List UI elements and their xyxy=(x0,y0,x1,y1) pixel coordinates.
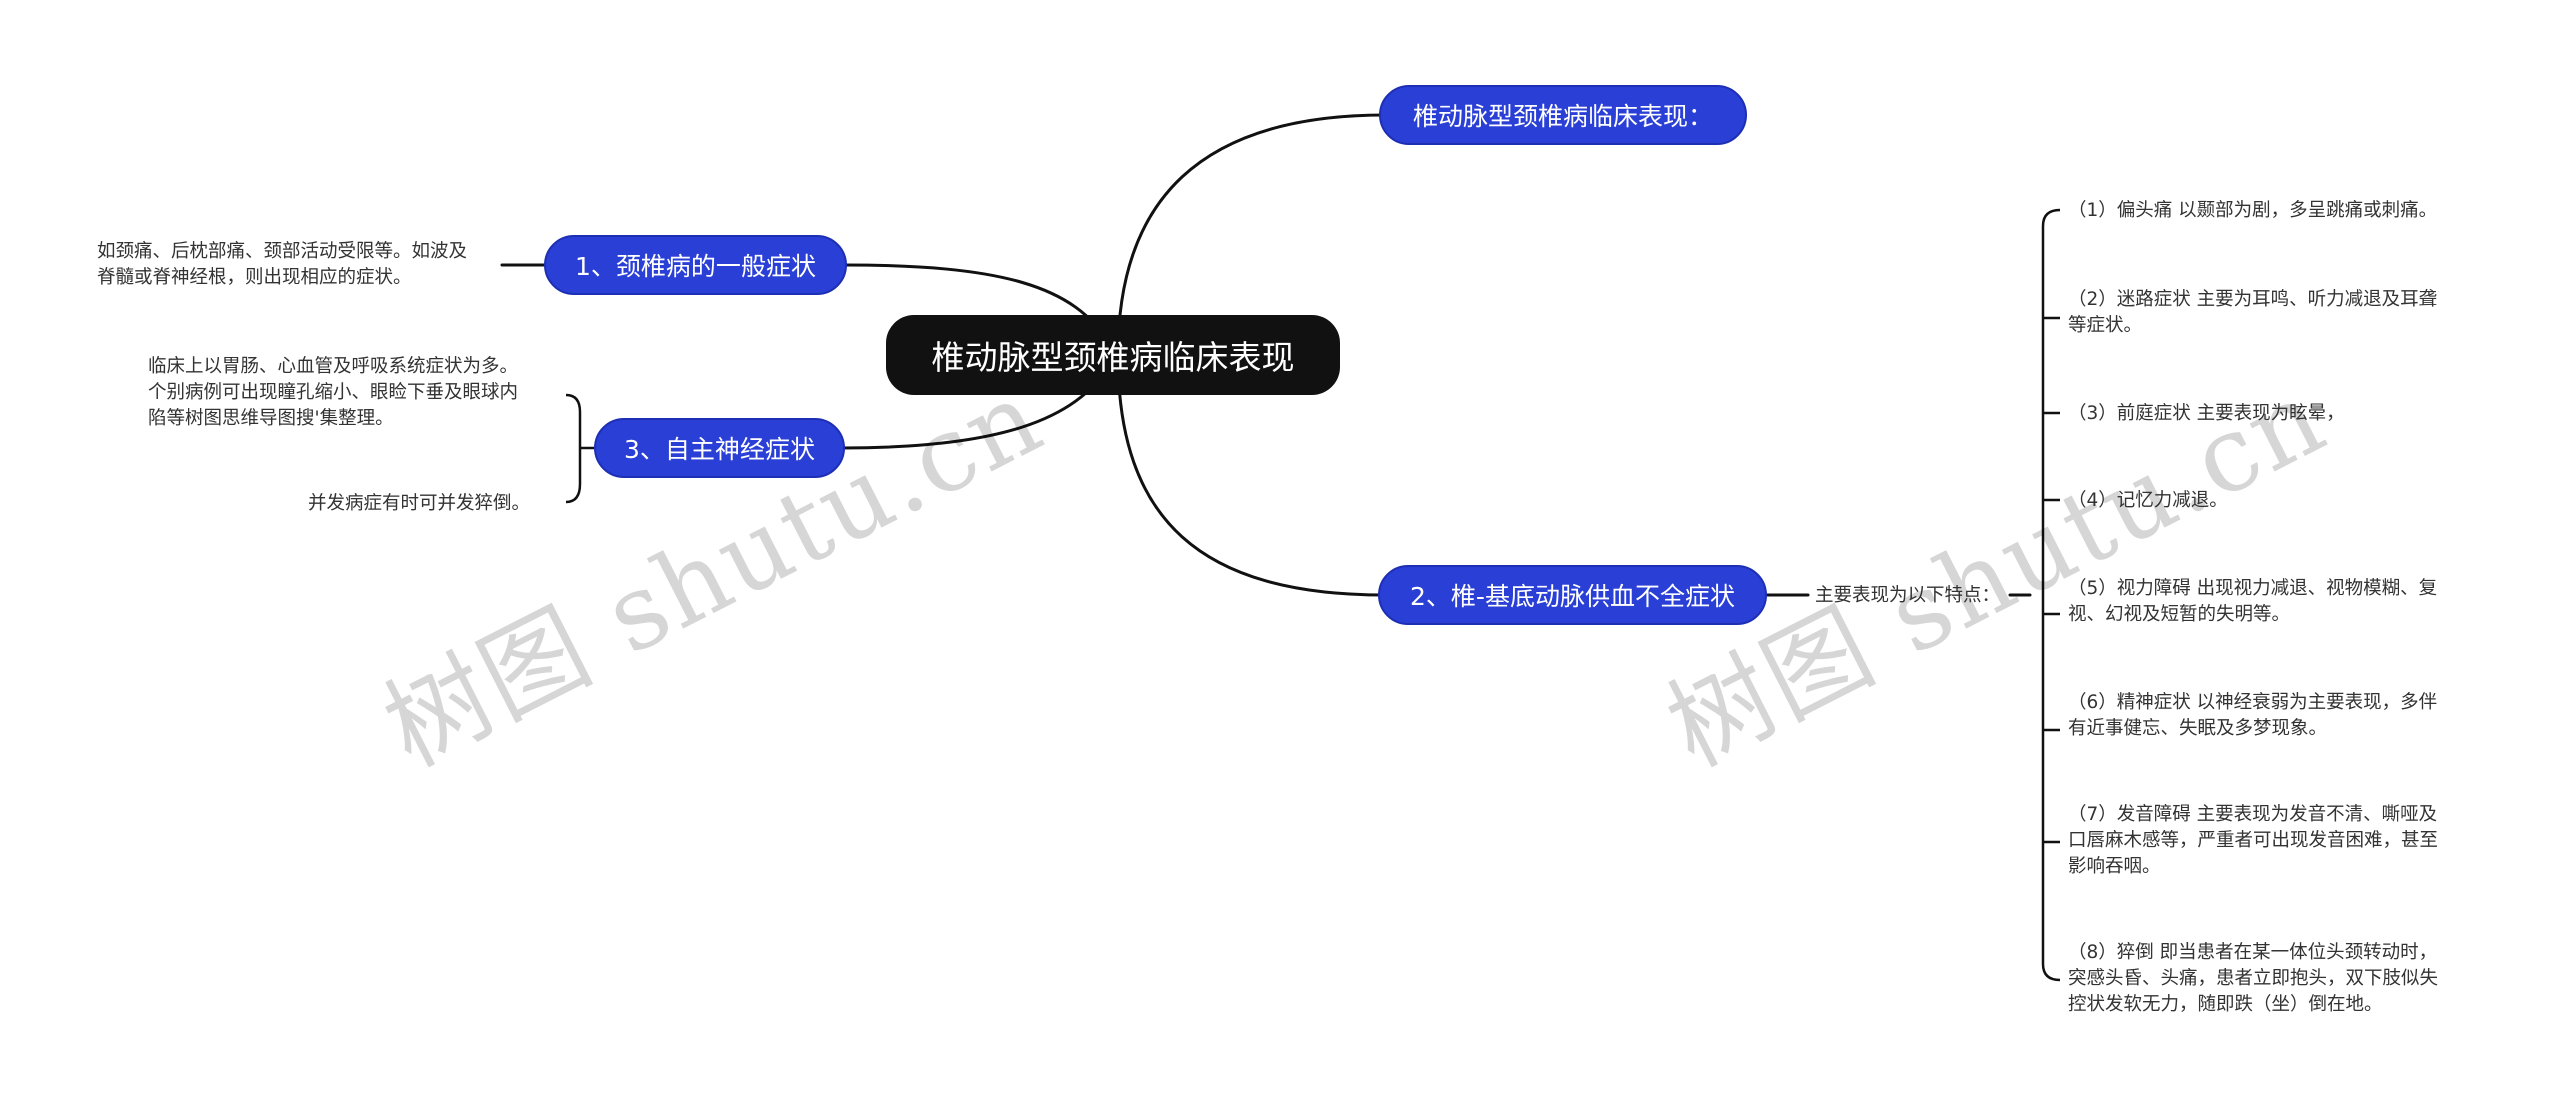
branch-right2-node[interactable]: 2、椎-基底动脉供血不全症状 xyxy=(1378,565,1767,625)
left3-note-1[interactable]: 临床上以胃肠、心血管及呼吸系统症状为多。 个别病例可出现瞳孔缩小、眼睑下垂及眼球… xyxy=(148,354,518,432)
symptom-item-2[interactable]: （2）迷路症状 主要为耳鸣、听力减退及耳聋 等症状。 xyxy=(2068,289,2438,336)
symptom-item-1[interactable]: （1）偏头痛 以颞部为剧，多呈跳痛或刺痛。 xyxy=(2068,200,2438,221)
right2-sub-label[interactable]: 主要表现为以下特点： xyxy=(1815,585,2001,606)
left3-note-2[interactable]: 并发病症有时可并发猝倒。 xyxy=(308,491,530,517)
symptom-item-4[interactable]: （4）记忆力减退。 xyxy=(2068,490,2228,511)
symptom-item-7[interactable]: （7）发音障碍 主要表现为发音不清、嘶哑及 口唇麻木感等，严重者可出现发音困难，… xyxy=(2068,804,2439,877)
note-line: 如颈痛、后枕部痛、颈部活动受限等。如波及 xyxy=(97,241,468,262)
root-title: 椎动脉型颈椎病临床表现 xyxy=(931,338,1295,377)
note-line: 个别病例可出现瞳孔缩小、眼睑下垂及眼球内 xyxy=(148,382,519,403)
root-node[interactable]: 椎动脉型颈椎病临床表现 xyxy=(886,315,1340,395)
branch-left1-node[interactable]: 1、颈椎病的一般症状 xyxy=(544,235,847,295)
symptom-item-6[interactable]: （6）精神症状 以神经衰弱为主要表现，多伴 有近事健忘、失眠及多梦现象。 xyxy=(2068,692,2438,739)
branch-left3-label: 3、自主神经症状 xyxy=(624,435,815,464)
branch-left1-label: 1、颈椎病的一般症状 xyxy=(575,252,816,281)
note-line: 并发病症有时可并发猝倒。 xyxy=(308,493,531,514)
symptom-item-3[interactable]: （3）前庭症状 主要表现为眩晕， xyxy=(2068,403,2345,424)
note-line: 脊髓或脊神经根，则出现相应的症状。 xyxy=(97,267,412,288)
branch-top-node[interactable]: 椎动脉型颈椎病临床表现： xyxy=(1379,85,1747,145)
note-line: 陷等树图思维导图搜'集整理。 xyxy=(148,408,394,429)
branch-right2-label: 2、椎-基底动脉供血不全症状 xyxy=(1410,582,1735,611)
branch-left3-node[interactable]: 3、自主神经症状 xyxy=(594,418,845,478)
link-root-top xyxy=(1116,113,1387,357)
symptom-item-5[interactable]: （5）视力障碍 出现视力减退、视物模糊、复 视、幻视及短暂的失明等。 xyxy=(2068,578,2438,625)
symptom-item-8[interactable]: （8）猝倒 即当患者在某一体位头颈转动时， 突感头昏、头痛，患者立即抱头，双下肢… xyxy=(2068,942,2439,1015)
bracket-left3 xyxy=(565,393,594,504)
left1-note[interactable]: 如颈痛、后枕部痛、颈部活动受限等。如波及 脊髓或脊神经根，则出现相应的症状。 xyxy=(97,239,467,291)
link-root-right2 xyxy=(1116,353,1387,597)
branch-top-label: 椎动脉型颈椎病临床表现： xyxy=(1412,102,1713,131)
bracket-items xyxy=(2041,208,2061,982)
note-line: 临床上以胃肠、心血管及呼吸系统症状为多。 xyxy=(148,356,519,377)
